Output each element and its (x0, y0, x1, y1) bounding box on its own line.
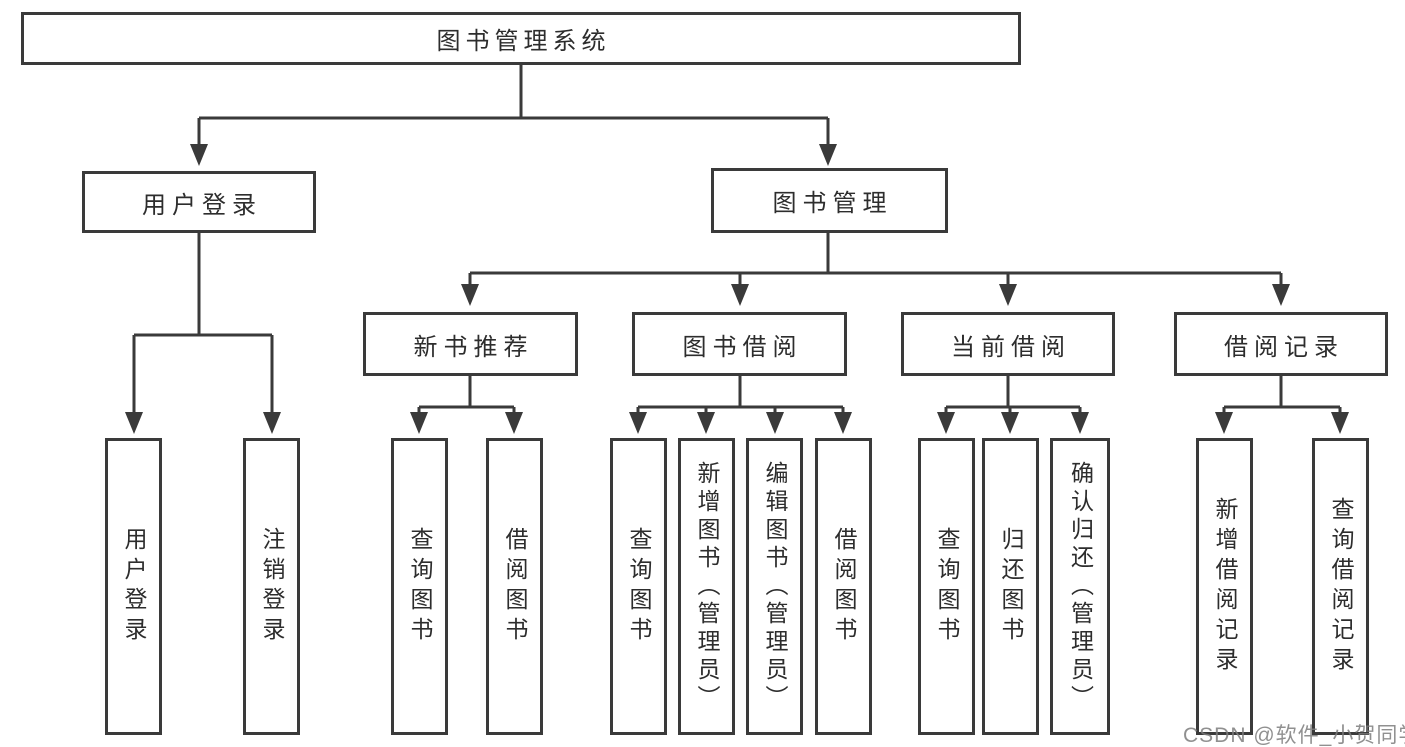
node-book-management: 图书管理 (711, 168, 948, 233)
node-book-borrow-label: 图书借阅 (682, 333, 803, 361)
node-user-login: 用户登录 (82, 171, 316, 233)
leaf-confirm-return-admin-label: 确认归还（管理员） (1067, 460, 1094, 713)
leaf-user-login: 用户登录 (105, 438, 162, 735)
node-borrow-records: 借阅记录 (1174, 312, 1388, 376)
leaf-edit-book-admin: 编辑图书（管理员） (746, 438, 803, 735)
leaf-user-login-label: 用户登录 (121, 526, 147, 647)
node-user-login-label: 用户登录 (142, 191, 262, 219)
leaf-confirm-return-admin: 确认归还（管理员） (1050, 438, 1110, 735)
node-library-system: 图书管理系统 (21, 12, 1021, 65)
leaf-recommend-query-book: 查询图书 (391, 438, 448, 735)
node-current-borrow: 当前借阅 (901, 312, 1115, 376)
node-current-borrow-label: 当前借阅 (951, 333, 1071, 361)
leaf-borrow-book: 借阅图书 (815, 438, 872, 735)
arrowheads (125, 144, 1349, 434)
leaf-add-borrow-record: 新增借阅记录 (1196, 438, 1253, 735)
leaf-borrow-query-book-label: 查询图书 (626, 526, 652, 647)
leaf-current-query-book-label: 查询图书 (934, 526, 960, 647)
leaf-logout: 注销登录 (243, 438, 300, 735)
node-library-system-label: 图书管理系统 (436, 28, 611, 55)
leaf-add-book-admin-label: 新增图书（管理员） (694, 460, 720, 713)
leaf-logout-label: 注销登录 (259, 526, 285, 647)
leaf-current-query-book: 查询图书 (918, 438, 975, 735)
leaf-edit-book-admin-label: 编辑图书（管理员） (762, 460, 788, 713)
watermark: CSDN @软件_小贺同学 (1183, 724, 1405, 747)
node-book-management-label: 图书管理 (772, 190, 893, 217)
leaf-borrow-book-label: 借阅图书 (831, 526, 857, 647)
leaf-add-book-admin: 新增图书（管理员） (678, 438, 735, 735)
node-borrow-records-label: 借阅记录 (1224, 333, 1344, 361)
leaf-return-book: 归还图书 (982, 438, 1039, 735)
node-book-borrow: 图书借阅 (632, 312, 847, 376)
node-new-book-recommend: 新书推荐 (363, 312, 578, 376)
leaf-recommend-query-book-label: 查询图书 (407, 526, 433, 647)
leaf-add-borrow-record-label: 新增借阅记录 (1212, 496, 1238, 677)
leaf-return-book-label: 归还图书 (998, 526, 1024, 647)
leaf-query-borrow-record-label: 查询借阅记录 (1328, 496, 1354, 677)
leaf-recommend-borrow-book: 借阅图书 (486, 438, 543, 735)
leaf-query-borrow-record: 查询借阅记录 (1312, 438, 1369, 735)
node-new-book-recommend-label: 新书推荐 (413, 333, 534, 361)
leaf-recommend-borrow-book-label: 借阅图书 (502, 526, 528, 647)
leaf-borrow-query-book: 查询图书 (610, 438, 667, 735)
